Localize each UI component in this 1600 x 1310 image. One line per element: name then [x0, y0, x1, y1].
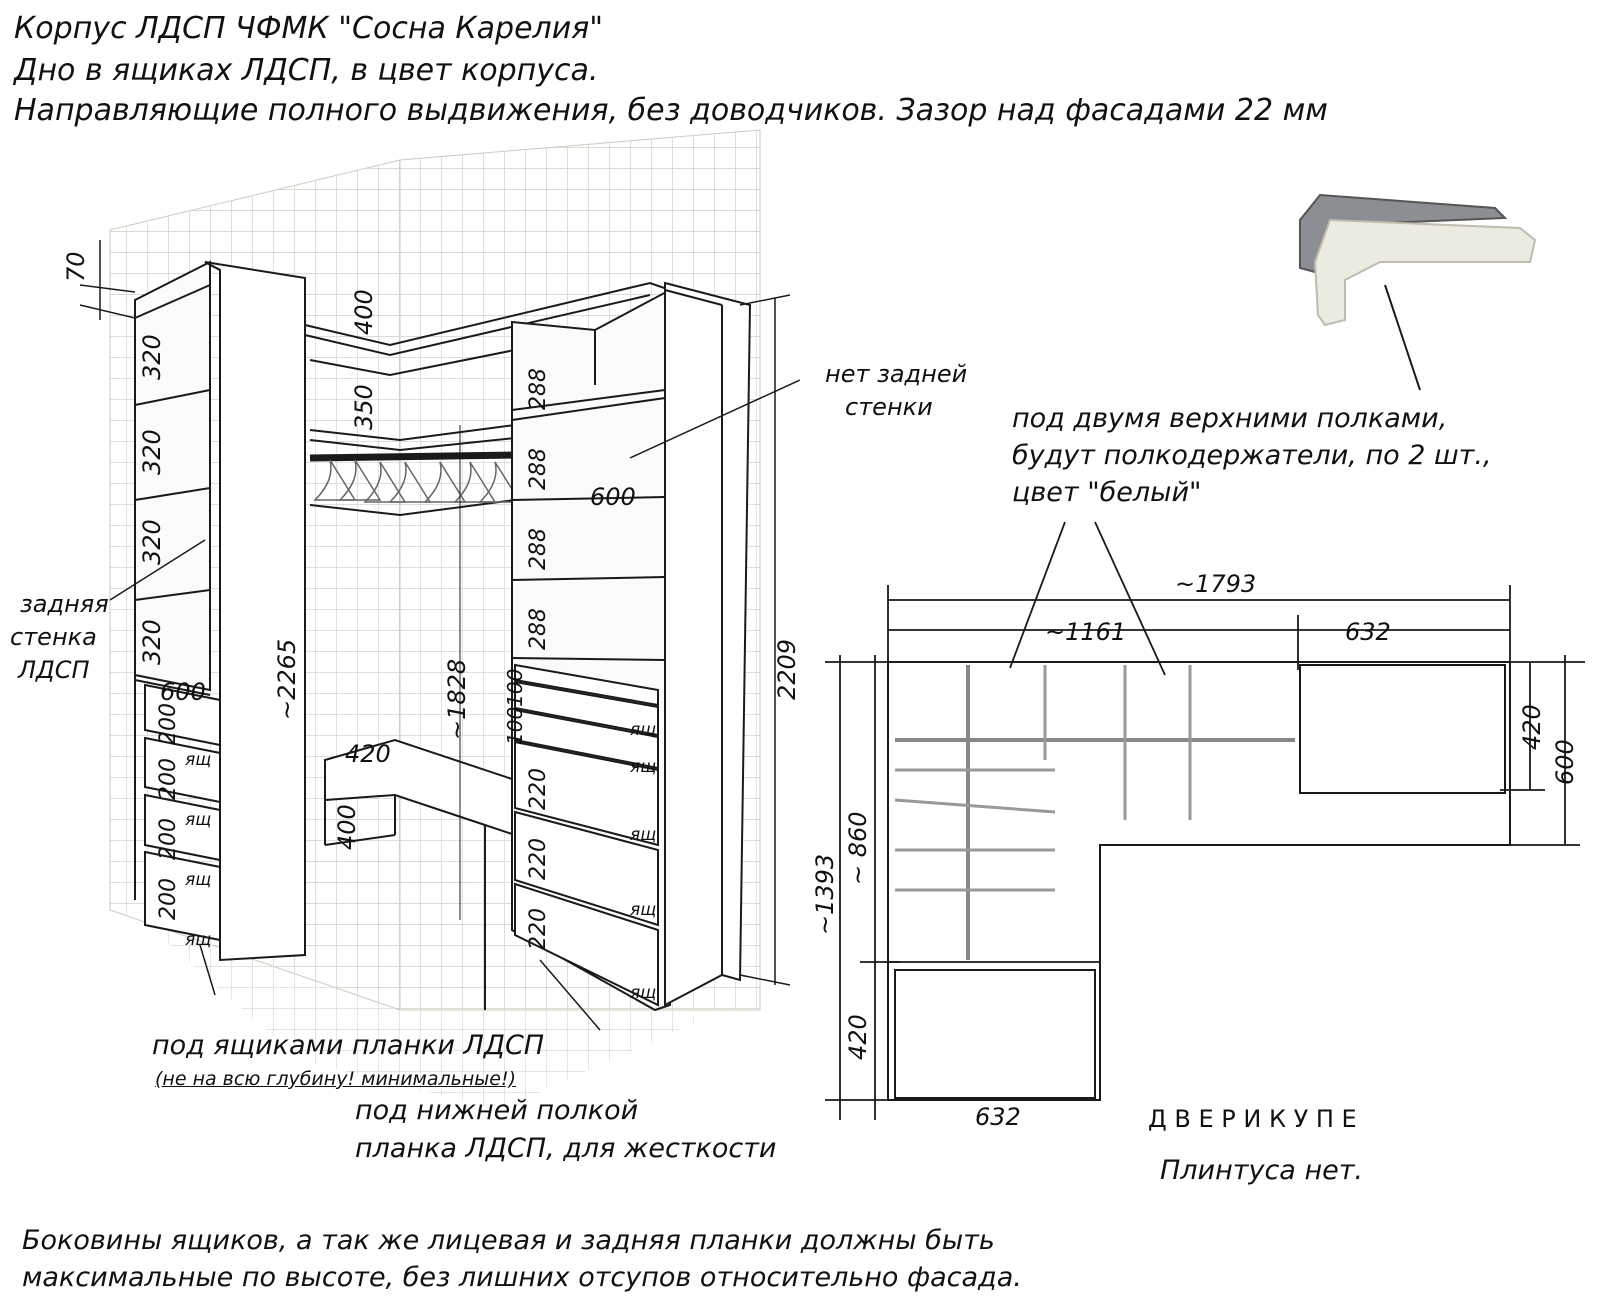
dim-depth-420-bottom: 420 [844, 1014, 872, 1060]
lower-shelf-note-line-2: планка ЛДСП, для жесткости [355, 1133, 777, 1164]
dim-right-shelf-3: 288 [526, 528, 551, 570]
header-line-3: Направляющие полного выдвижения, без дов… [14, 93, 1328, 128]
header-line-2: Дно в ящиках ЛДСП, в цвет корпуса. [14, 53, 599, 88]
dim-rod-height: ~1828 [443, 659, 471, 740]
left-drawer-label-1: ящ [185, 750, 211, 770]
dim-corner-top: 400 [350, 289, 378, 335]
dim-width-632-bottom: 632 [975, 1103, 1021, 1131]
dim-width-632-top: 632 [1345, 618, 1391, 646]
iso-dimension-lines [79, 240, 801, 1031]
right-drawer-label-2: ящ [630, 757, 656, 777]
right-drawer-label-5: ящ [630, 983, 656, 1003]
left-drawer-label-3: ящ [185, 870, 211, 890]
back-wall-line-1: задняя [20, 590, 109, 618]
dim-width-1161: ~1161 [1045, 618, 1126, 646]
dim-right-drawer-3: 220 [526, 908, 551, 950]
right-drawer-label-4: ящ [630, 900, 656, 920]
dim-corner-mid: 350 [350, 384, 378, 430]
right-drawer-label-3: ящ [630, 825, 656, 845]
dim-left-drawer-1: 200 [156, 703, 181, 745]
dim-top-gap: 70 [62, 251, 90, 282]
footer-line-2: максимальные по высоте, без лишних отсуп… [22, 1262, 1022, 1293]
dim-left-shelf-2: 320 [138, 429, 166, 475]
bracket-note-line-3: цвет "белый" [1012, 477, 1202, 508]
dim-right-small-drawers: 100100 [503, 669, 527, 745]
dim-depth-600-right: 600 [1551, 739, 1579, 785]
dim-right-shelf-1: 288 [526, 368, 551, 410]
lower-shelf-note-line-1: под нижней полкой [355, 1095, 639, 1126]
back-wall-line-2: стенка [10, 623, 97, 651]
left-section [134, 260, 306, 962]
dim-height-1393: ~1393 [811, 854, 839, 935]
dim-left-shelf-1: 320 [138, 334, 166, 380]
dim-depth-420-right: 420 [1518, 704, 1546, 750]
dim-height-860: ~ 860 [844, 811, 872, 885]
dim-left-drawer-3: 200 [156, 818, 181, 860]
dim-left-drawer-4: 200 [156, 878, 181, 920]
dim-total-height: 2209 [773, 639, 801, 700]
plan-view [825, 521, 1585, 1120]
dim-left-shelf-3: 320 [138, 519, 166, 565]
dim-seat-depth: 420 [345, 740, 391, 768]
header-line-1: Корпус ЛДСП ЧФМК "Сосна Карелия" [14, 11, 604, 46]
left-drawer-label-2: ящ [185, 810, 211, 830]
bracket-note-line-2: будут полкодержатели, по 2 шт., [1012, 440, 1492, 471]
corner-section [304, 281, 671, 1010]
shelf-bracket-image [1299, 193, 1537, 391]
right-section [511, 281, 752, 1012]
footer-line-1: Боковины ящиков, а так же лицевая и задн… [22, 1225, 995, 1256]
right-drawer-label-1: ящ [630, 720, 656, 740]
dim-seat-height: 400 [333, 804, 361, 850]
dim-right-shelf-4: 288 [526, 608, 551, 650]
drawer-strips-note: под ящиками планки ЛДСП [152, 1030, 545, 1061]
dim-total-width: ~1793 [1175, 570, 1256, 598]
dim-left-drawer-2: 200 [156, 758, 181, 800]
plinth-label: Плинтуса нет. [1160, 1155, 1364, 1186]
dim-right-shelf-2: 288 [526, 448, 551, 490]
dim-right-drawer-1: 220 [526, 768, 551, 810]
dim-left-depth: 600 [160, 678, 206, 706]
bracket-note-line-1: под двумя верхними полками, [1012, 403, 1448, 434]
back-wall-line-3: ЛДСП [17, 656, 90, 684]
no-back-wall-line-1: нет задней [825, 360, 967, 388]
doors-label: Д В Е Р И К У П Е [1148, 1105, 1357, 1133]
dim-right-drawer-2: 220 [526, 838, 551, 880]
dim-left-shelf-4: 320 [138, 619, 166, 665]
dim-right-depth: 600 [590, 483, 636, 511]
no-back-wall-line-2: стенки [845, 393, 933, 421]
left-drawer-label-4: ящ [185, 930, 211, 950]
drawer-strips-subnote: (не на всю глубину! минимальные!) [155, 1068, 517, 1090]
dim-panel-height: ~2265 [273, 639, 301, 720]
